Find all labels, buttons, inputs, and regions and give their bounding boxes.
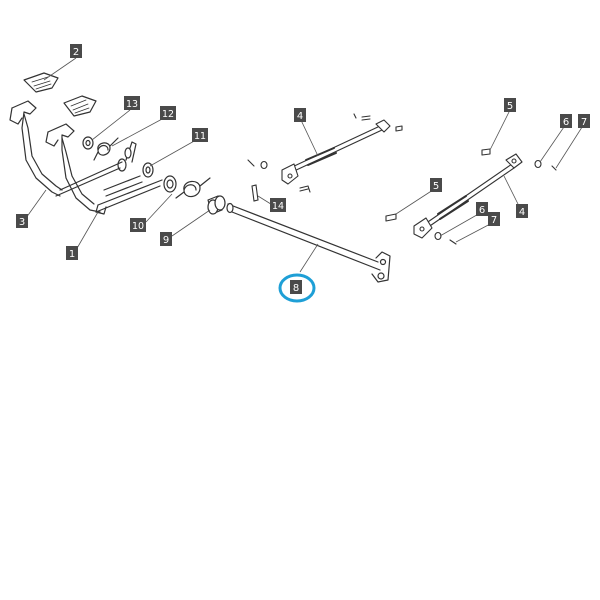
callout-5-right[interactable]: 5 — [430, 178, 442, 192]
svg-text:7: 7 — [581, 117, 587, 128]
tie-rod-upper — [247, 113, 403, 193]
pedal-pad-front — [63, 95, 97, 117]
svg-text:4: 4 — [297, 111, 303, 122]
svg-text:5: 5 — [433, 181, 439, 192]
pedal-pad-rear — [23, 72, 59, 93]
callout-13[interactable]: 13 — [124, 96, 140, 110]
callout-2[interactable]: 2 — [70, 44, 82, 58]
washer-13 — [82, 136, 94, 150]
svg-text:13: 13 — [126, 99, 138, 110]
highlight-ring — [278, 273, 316, 303]
svg-text:6: 6 — [563, 117, 569, 128]
callout-11[interactable]: 11 — [192, 128, 208, 142]
callout-7-right[interactable]: 7 — [488, 212, 500, 226]
svg-text:10: 10 — [132, 221, 144, 232]
pedal-pad-front-grip — [70, 99, 90, 114]
callout-9[interactable]: 9 — [160, 232, 172, 246]
pin-14 — [251, 184, 259, 202]
svg-text:1: 1 — [69, 249, 75, 260]
callout-12[interactable]: 12 — [160, 106, 176, 120]
spring-12 — [93, 137, 119, 161]
callout-10[interactable]: 10 — [130, 218, 146, 232]
svg-text:7: 7 — [491, 215, 497, 226]
callout-6-upper[interactable]: 6 — [560, 114, 572, 128]
pedal-arm-3 — [11, 100, 61, 197]
leader-lines — [25, 57, 585, 273]
svg-text:9: 9 — [163, 235, 169, 246]
callout-7-upper[interactable]: 7 — [578, 114, 590, 128]
bushing-11 — [142, 162, 154, 178]
pedal-arm-1 — [47, 123, 101, 213]
pedal-cross-rod — [103, 175, 143, 197]
tie-rod-right — [385, 148, 557, 245]
svg-text:3: 3 — [19, 217, 25, 228]
callout-5-upper[interactable]: 5 — [504, 98, 516, 112]
callout-3[interactable]: 3 — [16, 214, 28, 228]
pedal-assembly — [9, 72, 226, 215]
svg-text:11: 11 — [194, 131, 206, 142]
svg-text:4: 4 — [519, 207, 525, 218]
pedal-shaft-front — [95, 179, 163, 213]
svg-text:2: 2 — [73, 47, 79, 58]
callout-4-right[interactable]: 4 — [516, 204, 528, 218]
callout-6-right[interactable]: 6 — [476, 202, 488, 216]
svg-text:8: 8 — [293, 283, 299, 294]
svg-text:5: 5 — [507, 101, 513, 112]
svg-text:6: 6 — [479, 205, 485, 216]
svg-text:12: 12 — [162, 109, 174, 120]
pedal-pad-rear-grip — [31, 76, 52, 90]
callout-4-upper[interactable]: 4 — [294, 108, 306, 122]
cross-shaft-8 — [226, 202, 391, 283]
collar-left — [163, 175, 177, 193]
spring-10 — [175, 177, 211, 199]
callout-1[interactable]: 1 — [66, 246, 78, 260]
callout-8[interactable]: 8 — [290, 280, 302, 294]
callout-14[interactable]: 14 — [270, 198, 286, 212]
svg-text:14: 14 — [272, 201, 284, 212]
